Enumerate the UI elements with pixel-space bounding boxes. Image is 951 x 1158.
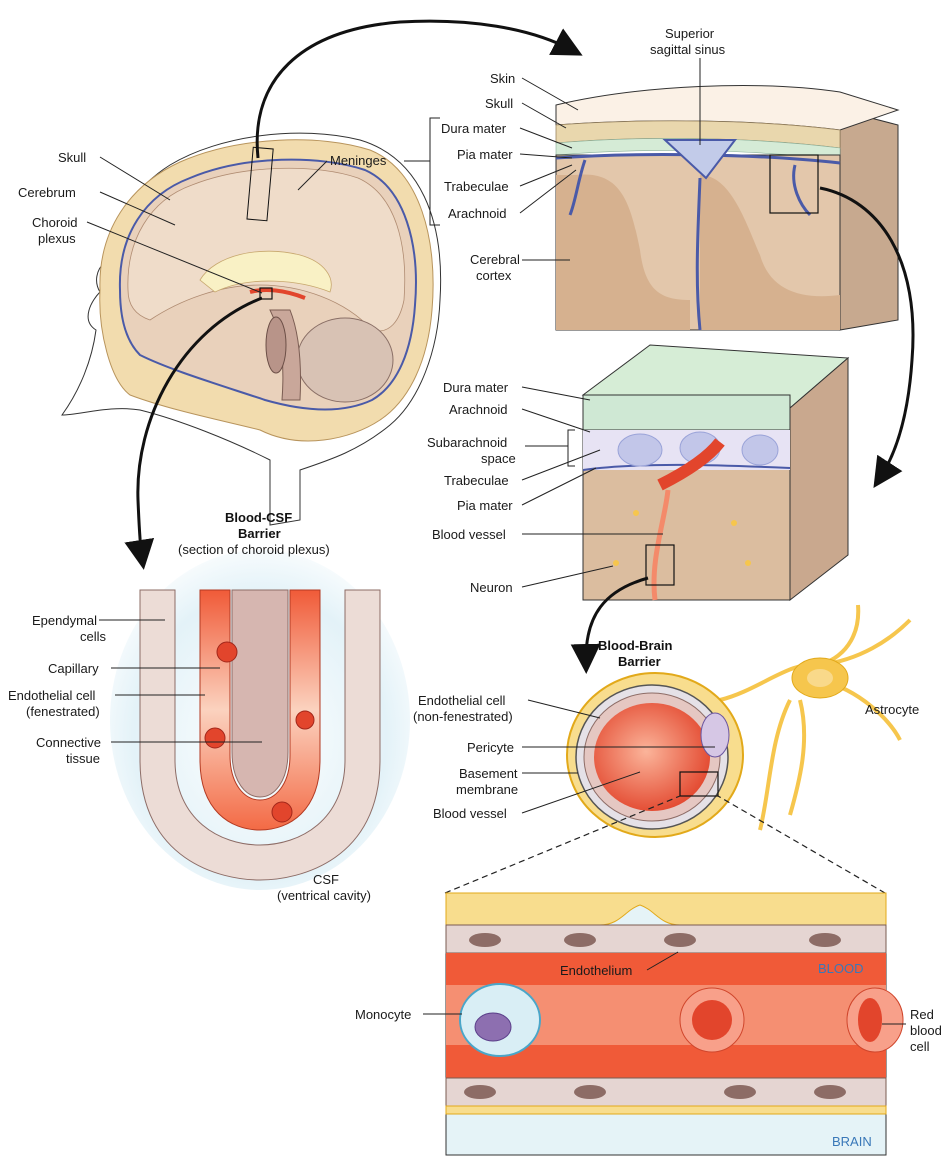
label-zoom-blood: BLOOD [818, 961, 864, 976]
label-sub-space-1: Subarachnoid [427, 435, 507, 450]
connective-core [232, 590, 288, 797]
label-skull: Skull [58, 150, 86, 165]
label-astrocyte: Astrocyte [865, 702, 919, 717]
block-side [840, 110, 898, 330]
astrocyte [720, 605, 910, 830]
label-rbc-1: Red [910, 1007, 934, 1022]
label-sub-neuron: Neuron [470, 580, 513, 595]
label-meninges: Meninges [330, 153, 387, 168]
meninges-bracket [430, 118, 440, 225]
label-block-arachnoid: Arachnoid [448, 206, 507, 221]
bbb-title-2: Barrier [618, 654, 661, 669]
label-zoom-brain: BRAIN [832, 1134, 872, 1149]
label-sub-dura: Dura mater [443, 380, 509, 395]
cerebellum [297, 318, 393, 402]
label-superior-1: Superior [665, 26, 715, 41]
label-choroid-2: plexus [38, 231, 76, 246]
label-csf-2: (ventrical cavity) [277, 888, 371, 903]
label-bbb-vessel: Blood vessel [433, 806, 507, 821]
blood-csf-barrier [110, 550, 410, 890]
label-sub-arachnoid: Arachnoid [449, 402, 508, 417]
csf-subtitle: (section of choroid plexus) [178, 542, 330, 557]
label-rbc-3: cell [910, 1039, 930, 1054]
zoom-astro-bottom [446, 1106, 886, 1114]
label-sub-space-2: space [481, 451, 516, 466]
label-sub-pia: Pia mater [457, 498, 513, 513]
label-block-skull: Skull [485, 96, 513, 111]
label-cortex-1: Cerebral [470, 252, 520, 267]
sub-dura-front [583, 395, 790, 430]
bbb-lumen [594, 703, 710, 811]
label-cerebrum: Cerebrum [18, 185, 76, 200]
label-bbb-endo-1: Endothelial cell [418, 693, 506, 708]
label-basement-2: membrane [456, 782, 518, 797]
zoom-astro-top [446, 893, 886, 925]
label-skin: Skin [490, 71, 515, 86]
label-endothelium: Endothelium [560, 963, 632, 978]
label-choroid-1: Choroid [32, 215, 78, 230]
label-sub-vessel: Blood vessel [432, 527, 506, 542]
subarachnoid-block [583, 345, 848, 600]
label-ependymal-1: Ependymal [32, 613, 97, 628]
csf-title-1: Blood-CSF [225, 510, 292, 525]
label-csf-endo-1: Endothelial cell [8, 688, 96, 703]
label-superior-2: sagittal sinus [650, 42, 726, 57]
label-cortex-2: cortex [476, 268, 512, 283]
label-basement-1: Basement [459, 766, 518, 781]
pons [266, 317, 286, 373]
label-conn-1: Connective [36, 735, 101, 750]
pericyte [701, 713, 729, 757]
label-monocyte: Monocyte [355, 1007, 411, 1022]
label-ependymal-2: cells [80, 629, 107, 644]
label-pericyte: Pericyte [467, 740, 514, 755]
label-csf-1: CSF [313, 872, 339, 887]
label-rbc-2: blood [910, 1023, 942, 1038]
bbb-title-1: Blood-Brain [598, 638, 672, 653]
meninges-block [556, 86, 898, 330]
head-sagittal-section [62, 133, 441, 525]
label-csf-endo-2: (fenestrated) [26, 704, 100, 719]
label-block-dura: Dura mater [441, 121, 507, 136]
label-block-trabeculae: Trabeculae [444, 179, 509, 194]
csf-title-2: Barrier [238, 526, 281, 541]
label-conn-2: tissue [66, 751, 100, 766]
label-bbb-endo-2: (non-fenestrated) [413, 709, 513, 724]
label-capillary: Capillary [48, 661, 99, 676]
label-sub-trabeculae: Trabeculae [444, 473, 509, 488]
label-block-pia: Pia mater [457, 147, 513, 162]
